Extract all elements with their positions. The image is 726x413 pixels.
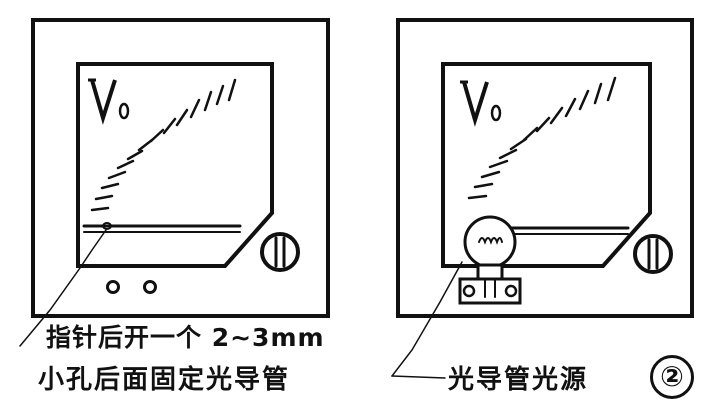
left-meter-scale-label: V₀ [88,78,130,125]
left-meter-terminal [143,280,157,294]
pinhole-annotation-line-1: 指针后开一个 2~3mm [46,323,325,352]
left-meter-case [31,18,330,318]
left-meter-terminal [106,280,120,294]
right-leader-line [391,375,446,379]
left-meter [19,18,330,347]
right-meter-adjust-screw [633,234,673,274]
light-bulb-icon [458,215,522,305]
light-source-annotation: 光导管光源 [448,365,589,395]
pinhole-annotation-line-2: 小孔后面固定光导管 [38,365,291,395]
left-meter-adjust-screw [260,232,300,272]
right-meter-case [396,18,694,318]
left-meter-scale-ticks [90,78,237,212]
right-leader-line [391,261,463,377]
right-meter [391,18,694,379]
left-leader-line [19,229,107,347]
right-meter-scale-label: V₀ [460,80,502,127]
left-meter-pinhole [102,222,112,230]
figure-number: ② [650,355,694,399]
left-meter-dial [76,62,274,268]
right-meter-dial [441,62,652,268]
right-meter-scale-ticks [467,76,617,200]
